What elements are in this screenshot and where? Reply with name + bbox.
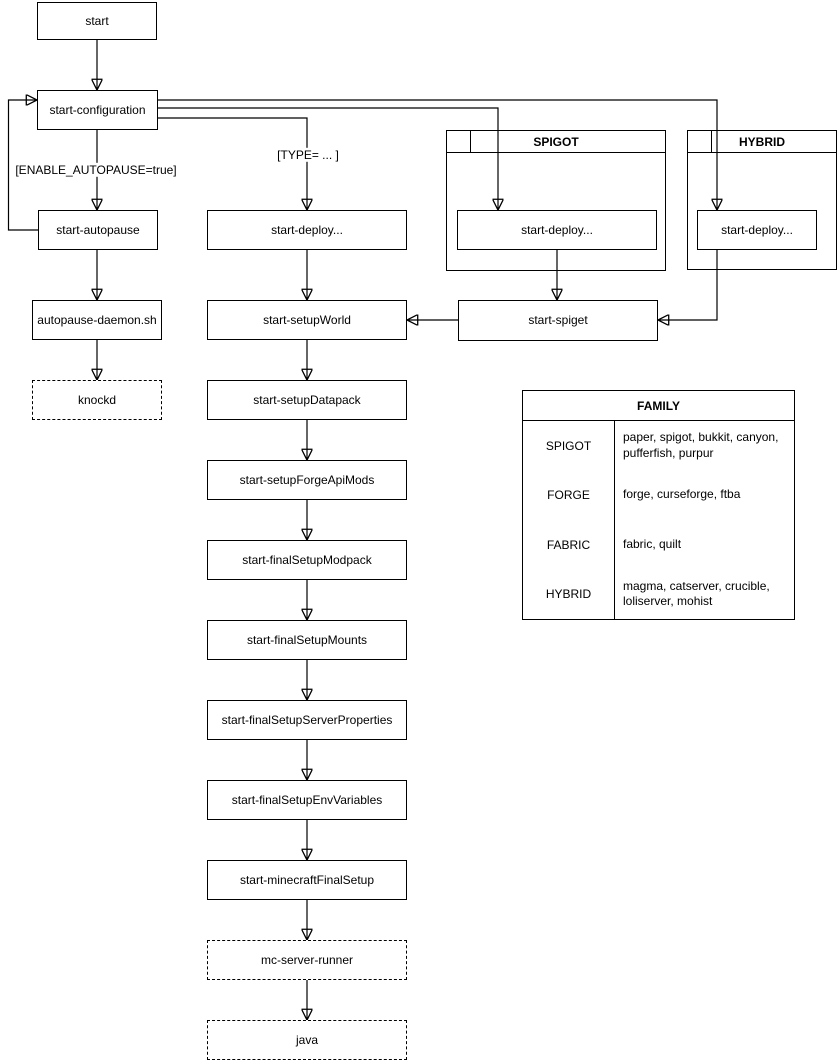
edge-label-type: [TYPE= ... ] bbox=[274, 147, 342, 163]
group-hybrid-header: HYBRID bbox=[688, 131, 836, 153]
node-autopause-daemon: autopause-daemon.sh bbox=[32, 300, 162, 340]
node-start-configuration: start-configuration bbox=[37, 90, 158, 130]
node-start-finalsetupenvvariables: start-finalSetupEnvVariables bbox=[207, 780, 407, 820]
node-start-spiget: start-spiget bbox=[458, 300, 658, 341]
node-start-finalsetupmounts: start-finalSetupMounts bbox=[207, 620, 407, 660]
family-name-cell: FABRIC bbox=[546, 537, 591, 552]
table-row: FORGE forge, curseforge, ftba bbox=[523, 470, 794, 520]
node-java: java bbox=[207, 1020, 407, 1060]
node-start-finalsetupmodpack: start-finalSetupModpack bbox=[207, 540, 407, 580]
family-table-body: SPIGOT paper, spigot, bukkit, canyon, pu… bbox=[523, 421, 794, 619]
node-start-setupforgeapimods: start-setupForgeApiMods bbox=[207, 460, 407, 500]
node-knockd: knockd bbox=[32, 380, 162, 420]
node-mc-server-runner: mc-server-runner bbox=[207, 940, 407, 980]
group-header-divider bbox=[470, 131, 471, 152]
node-spigot-start-deploy: start-deploy... bbox=[457, 210, 657, 250]
node-start-autopause: start-autopause bbox=[38, 210, 158, 250]
family-members-cell: magma, catserver, crucible, loliserver, … bbox=[614, 569, 794, 619]
group-spigot-header: SPIGOT bbox=[447, 131, 665, 153]
group-hybrid-title: HYBRID bbox=[738, 134, 785, 149]
edge-hybrid-deploy-to-spiget bbox=[659, 250, 718, 320]
node-hybrid-start-deploy: start-deploy... bbox=[697, 210, 817, 250]
table-row: HYBRID magma, catserver, crucible, lolis… bbox=[523, 569, 794, 619]
node-start: start bbox=[37, 2, 157, 40]
node-start-setupworld: start-setupWorld bbox=[207, 300, 407, 340]
group-spigot-title: SPIGOT bbox=[533, 134, 579, 149]
edge-configuration-to-hybrid-deploy bbox=[158, 99, 717, 209]
group-header-divider bbox=[711, 131, 712, 152]
family-name-cell: FORGE bbox=[547, 488, 590, 503]
edge-autopause-loop-to-configuration bbox=[7, 100, 39, 231]
table-row: FABRIC fabric, quilt bbox=[523, 520, 794, 570]
edge-configuration-to-spigot-deploy bbox=[158, 107, 498, 209]
table-row: SPIGOT paper, spigot, bukkit, canyon, pu… bbox=[523, 421, 794, 471]
edge-label-enable-autopause: [ENABLE_AUTOPAUSE=true] bbox=[12, 162, 180, 178]
node-start-deploy: start-deploy... bbox=[207, 210, 407, 250]
family-table: FAMILY SPIGOT paper, spigot, bukkit, can… bbox=[522, 390, 795, 620]
node-start-minecraftfinalsetup: start-minecraftFinalSetup bbox=[207, 860, 407, 900]
edge-configuration-to-deploy bbox=[158, 117, 307, 209]
family-table-title: FAMILY bbox=[523, 391, 794, 421]
family-members-cell: fabric, quilt bbox=[614, 520, 794, 570]
family-members-cell: paper, spigot, bukkit, canyon, pufferfis… bbox=[614, 421, 794, 471]
node-start-finalsetupserverproperties: start-finalSetupServerProperties bbox=[207, 700, 407, 740]
family-members-cell: forge, curseforge, ftba bbox=[614, 470, 794, 520]
family-name-cell: HYBRID bbox=[545, 587, 592, 602]
family-name-cell: SPIGOT bbox=[545, 438, 592, 453]
node-start-setupdatapack: start-setupDatapack bbox=[207, 380, 407, 420]
